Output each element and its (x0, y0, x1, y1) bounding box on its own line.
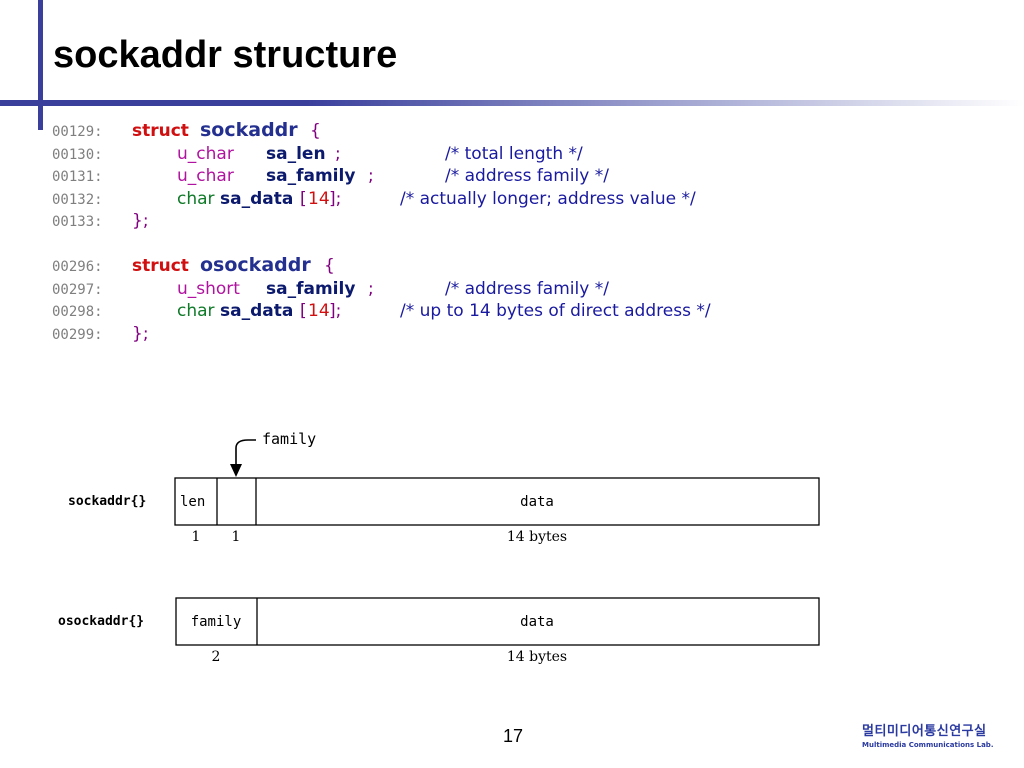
logo-korean-text: 멀티미디어통신연구실 (862, 724, 987, 739)
comment: /* up to 14 bytes of direct address */ (400, 301, 711, 321)
type-name: u_char (177, 143, 234, 164)
semicolon: ; (335, 143, 341, 164)
sockaddr-label: sockaddr{} (68, 494, 146, 509)
open-brace: { (324, 256, 335, 276)
comment: /* address family */ (445, 166, 609, 186)
comment: /* total length */ (445, 143, 583, 164)
slide-title: sockaddr structure (53, 34, 398, 76)
logo-english-text: Multimedia Communications Lab. (862, 741, 994, 749)
family-pointer-label: family (262, 430, 316, 448)
size-family: 2 (212, 649, 221, 665)
field-data: data (520, 494, 554, 510)
close-brace: }; (132, 323, 149, 344)
semicolon: ; (368, 166, 374, 186)
field-family: family (191, 614, 242, 630)
size-data: 14 bytes (507, 649, 567, 665)
field-name: sa_data (220, 301, 294, 321)
line-number: 00297: (52, 281, 103, 298)
line-number: 00129: (52, 124, 103, 140)
field-name: sa_len (266, 143, 326, 164)
line-number: 00299: (52, 326, 103, 343)
field-name: sa_data (220, 188, 294, 209)
line-number: 00131: (52, 169, 103, 185)
open-bracket: [ (300, 301, 307, 321)
comment: /* actually longer; address value */ (400, 188, 696, 209)
accent-vertical-bar (38, 0, 43, 130)
line-number: 00132: (52, 191, 103, 208)
field-name: sa_family (266, 166, 356, 186)
osockaddr-label: osockaddr{} (58, 614, 144, 629)
family-pointer-line (235, 439, 256, 475)
open-bracket: [ (300, 188, 307, 209)
close-bracket: ]; (329, 188, 342, 209)
line-number: 00296: (52, 259, 103, 275)
size-data: 14 bytes (507, 529, 567, 545)
type-name: char (177, 188, 215, 209)
struct-name: sockaddr (200, 119, 298, 141)
type-name: u_short (177, 278, 240, 299)
size-len: 1 (192, 529, 201, 545)
arrow-down-icon (230, 464, 242, 477)
type-name: char (177, 301, 215, 321)
line-number: 00298: (52, 304, 103, 320)
open-brace: { (310, 121, 321, 141)
size-family: 1 (232, 529, 241, 545)
struct-name: osockaddr (200, 254, 311, 276)
array-size: 14 (308, 301, 330, 321)
type-name: u_char (177, 166, 234, 186)
osockaddr-box (175, 597, 820, 646)
page-number: 17 (503, 726, 524, 746)
keyword: struct (132, 256, 189, 276)
field-data: data (520, 614, 554, 630)
line-number: 00133: (52, 214, 103, 230)
close-bracket: ]; (329, 301, 342, 321)
line-number: 00130: (52, 146, 103, 163)
close-brace: }; (132, 211, 149, 231)
field-len: len (180, 494, 205, 510)
structure-diagram: family sockaddr{} len data 1 1 14 bytes … (58, 430, 820, 665)
comment: /* address family */ (445, 278, 609, 299)
semicolon: ; (368, 278, 374, 299)
sockaddr-box (174, 477, 820, 526)
array-size: 14 (308, 188, 330, 209)
lab-logo: 멀티미디어통신연구실 Multimedia Communications Lab… (862, 720, 993, 749)
keyword: struct (132, 121, 189, 141)
field-name: sa_family (266, 278, 356, 299)
accent-horizontal-bar (0, 100, 1024, 106)
